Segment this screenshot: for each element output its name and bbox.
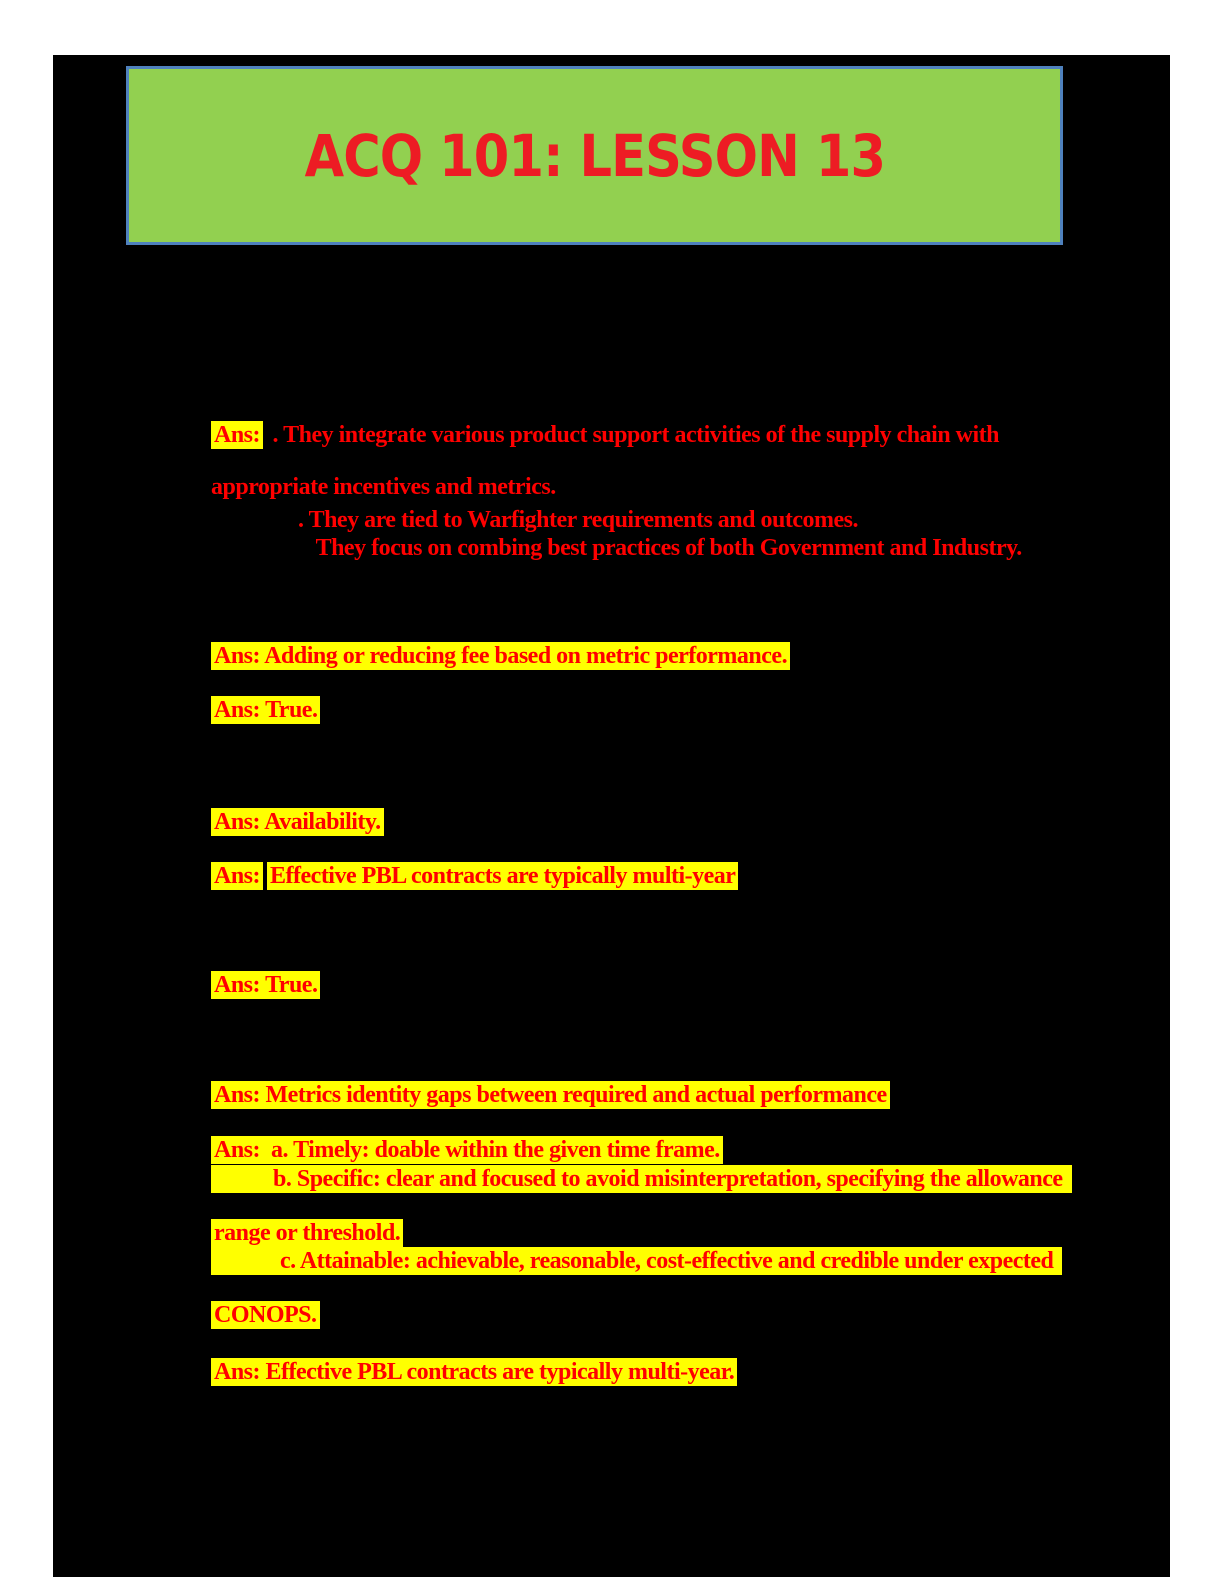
answer-highlight: Ans: Adding or reducing fee based on met… — [211, 642, 791, 670]
answer-highlight: Ans: a. Timely: doable within the given … — [211, 1136, 723, 1164]
answer-highlight: b. Specific: clear and focused to avoid … — [211, 1165, 1072, 1193]
answer-highlight: Ans: True. — [211, 971, 321, 999]
answer-line: Ans: Metrics identity gaps between requi… — [178, 1050, 890, 1109]
answer-highlight: c. Attainable: achievable, reasonable, c… — [211, 1247, 1063, 1275]
answer-line: Ans: a. Timely: doable within the given … — [178, 1105, 723, 1164]
title-banner: ACQ 101: LESSON 13 — [126, 66, 1063, 245]
answer-highlight: range or threshold. — [211, 1219, 404, 1247]
answer-line: c. Attainable: achievable, reasonable, c… — [178, 1216, 1063, 1275]
answer-line: CONOPS. — [178, 1270, 320, 1329]
answer-label-highlight: Ans: — [211, 421, 264, 449]
answer-line: They focus on combing best practices of … — [283, 503, 1023, 561]
answer-highlight: Ans: Availability. — [211, 808, 384, 836]
answer-highlight: CONOPS. — [211, 1301, 320, 1329]
answer-line: Ans: Availability. — [178, 777, 384, 836]
answer-highlight: Ans: Effective PBL contracts are typical… — [211, 1358, 738, 1386]
answer-label-highlight: Ans: — [211, 862, 264, 890]
page-title: ACQ 101: LESSON 13 — [304, 121, 885, 190]
answer-line: range or threshold. — [178, 1188, 404, 1247]
answer-text: appropriate incentives and metrics. — [211, 474, 556, 500]
answer-line: Ans: True. — [178, 665, 321, 724]
answer-line: b. Specific: clear and focused to avoid … — [178, 1134, 1072, 1193]
answer-highlight: Effective PBL contracts are typically mu… — [267, 862, 739, 890]
answer-text: . They integrate various product support… — [267, 422, 1000, 448]
answer-line: appropriate incentives and metrics. — [178, 442, 556, 500]
answer-line: Ans: . They integrate various product su… — [178, 390, 1000, 449]
answer-line: Ans:Effective PBL contracts are typicall… — [178, 831, 739, 890]
answer-line: Ans: Adding or reducing fee based on met… — [178, 611, 791, 670]
answer-highlight: Ans: True. — [211, 696, 321, 724]
answer-line: . They are tied to Warfighter requiremen… — [265, 475, 858, 533]
answer-line: Ans: True. — [178, 940, 321, 999]
answer-highlight: Ans: Metrics identity gaps between requi… — [211, 1081, 890, 1109]
answer-line: Ans: Effective PBL contracts are typical… — [178, 1327, 738, 1386]
answer-text: . They are tied to Warfighter requiremen… — [298, 507, 858, 533]
document-page: ACQ 101: LESSON 13 Ans: . They integrate… — [53, 55, 1170, 1577]
answer-text: They focus on combing best practices of … — [315, 535, 1023, 561]
